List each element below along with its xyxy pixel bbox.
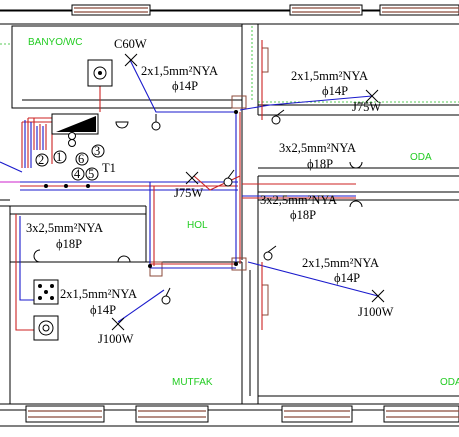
svg-text:3: 3 (94, 144, 100, 158)
label-j100w-left: J100W (98, 332, 134, 346)
windows-top (71, 4, 459, 16)
circuit-marker: 6 (75, 152, 89, 166)
cable-label-oda2: 2x1,5mm²NYA (302, 256, 379, 270)
circuit-marker: 5 (85, 167, 99, 181)
washing-machine-icon (33, 315, 59, 341)
cable-label-banyo-conduit: ϕ14P (172, 79, 198, 93)
cable-label-mid-b: 3x2,5mm²NYA (260, 193, 337, 207)
junction-dots (44, 110, 238, 268)
svg-text:6: 6 (78, 152, 84, 166)
switch-icon (161, 287, 171, 305)
svg-text:5: 5 (88, 167, 94, 181)
socket-icon (349, 161, 363, 169)
room-label-banyo: BANYO/WC (28, 37, 82, 48)
switch-icon (271, 109, 285, 125)
ceiling-light-icon (185, 171, 199, 185)
cable-label-oda: 2x1,5mm²NYA (291, 69, 368, 83)
walls (0, 9, 459, 427)
cable-label-mutfak: 2x1,5mm²NYA (60, 287, 137, 301)
outlet-circle (68, 132, 76, 140)
wall-lamp-icon (117, 255, 131, 263)
room-label-hol: HOL (187, 220, 208, 231)
bathroom-device-icon (87, 59, 113, 87)
room-label-oda-top: ODA (410, 152, 432, 163)
label-j100w-right: J100W (358, 305, 394, 319)
room-label-mutfak: MUTFAK (172, 377, 213, 388)
window-top-1 (71, 4, 151, 16)
cable-label-mid-a-conduit: ϕ18P (307, 157, 333, 171)
window-bottom-1 (25, 405, 105, 423)
ceiling-light-icon (365, 89, 379, 103)
wall-top-outer (0, 9, 459, 12)
cable-label-left-conduit: ϕ18P (56, 237, 82, 251)
label-c60w: C60W (114, 37, 147, 51)
circuit-marker: 2 (35, 153, 49, 167)
distribution-panel (51, 113, 99, 147)
wall-lamp-icon (115, 121, 129, 129)
label-t1: T1 (102, 161, 116, 175)
ceiling-light-icon (111, 317, 125, 331)
cable-label-oda2-conduit: ϕ14P (334, 271, 360, 285)
cable-label-mid-a: 3x2,5mm²NYA (279, 141, 356, 155)
svg-text:1: 1 (56, 150, 62, 164)
cable-label-left: 3x2,5mm²NYA (26, 221, 103, 235)
cable-label-oda-conduit: ϕ14P (322, 84, 348, 98)
dashed-guides (0, 26, 459, 103)
stove-icon (33, 279, 59, 305)
circuit-marker: 1 (53, 150, 67, 164)
window-top-3 (379, 4, 459, 16)
circuit-marker: 3 (91, 144, 105, 158)
window-bottom-4 (383, 405, 459, 423)
svg-text:2: 2 (38, 153, 44, 167)
switch-icon (263, 245, 277, 261)
window-top-2 (289, 4, 363, 16)
window-bottom-3 (281, 405, 353, 423)
switch-icon (223, 169, 235, 187)
wiring (0, 40, 379, 331)
circuit-markers: 1 2 3 4 5 6 (35, 144, 105, 181)
cable-label-banyo: 2x1,5mm²NYA (141, 64, 218, 78)
socket-icon (349, 200, 363, 208)
switch-icon (151, 114, 161, 131)
windows-bottom (25, 405, 459, 423)
cable-label-mid-b-conduit: ϕ18P (290, 208, 316, 222)
socket-icon (33, 249, 41, 263)
window-bottom-2 (135, 405, 209, 423)
ceiling-light-icon (371, 289, 385, 303)
ceiling-light-icon (124, 53, 138, 67)
svg-text:4: 4 (74, 167, 81, 181)
label-j75w-right: J75W (352, 100, 381, 114)
cable-label-mutfak-conduit: ϕ14P (90, 303, 116, 317)
circuit-marker: 4 (71, 167, 85, 181)
label-j75w-left: J75W (174, 186, 203, 200)
room-label-oda-bottom: ODA (440, 377, 459, 388)
